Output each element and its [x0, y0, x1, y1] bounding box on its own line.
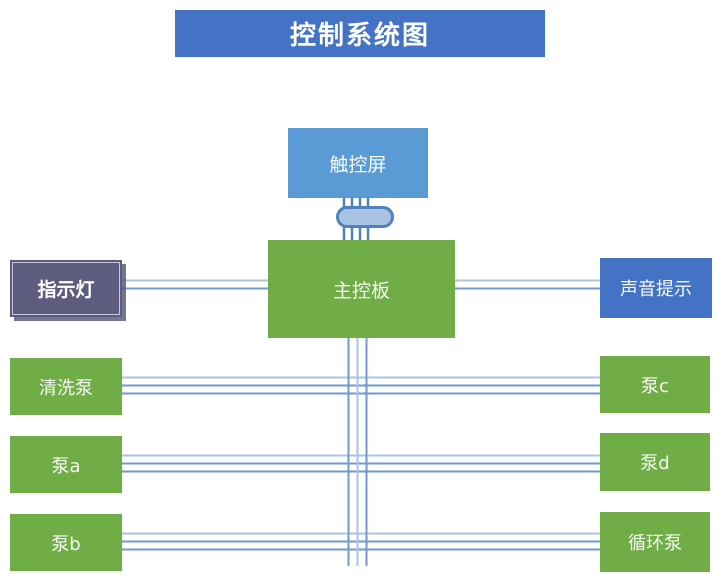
node-main-board: 主控板 [268, 240, 455, 338]
node-sound-alert: 声音提示 [600, 258, 712, 318]
node-pump-a: 泵a [10, 436, 122, 493]
sound-wires [455, 279, 600, 290]
node-pump-d: 泵d [600, 433, 710, 491]
node-indicator-light: 指示灯 [10, 260, 122, 317]
mainboard-down-wires [347, 338, 368, 566]
node-touch-screen: 触控屏 [288, 128, 428, 198]
node-wash-pump: 清洗泵 [10, 358, 122, 415]
node-pump-c: 泵c [600, 356, 710, 413]
node-pump-b: 泵b [10, 514, 122, 571]
bus-capsule-connector [336, 206, 394, 228]
row2-wires [122, 454, 600, 473]
row1-wires [122, 376, 600, 395]
node-circulation-pump: 循环泵 [600, 512, 710, 572]
diagram-title: 控制系统图 [175, 10, 545, 57]
indicator-wires [122, 279, 268, 290]
row3-wires [122, 532, 600, 551]
